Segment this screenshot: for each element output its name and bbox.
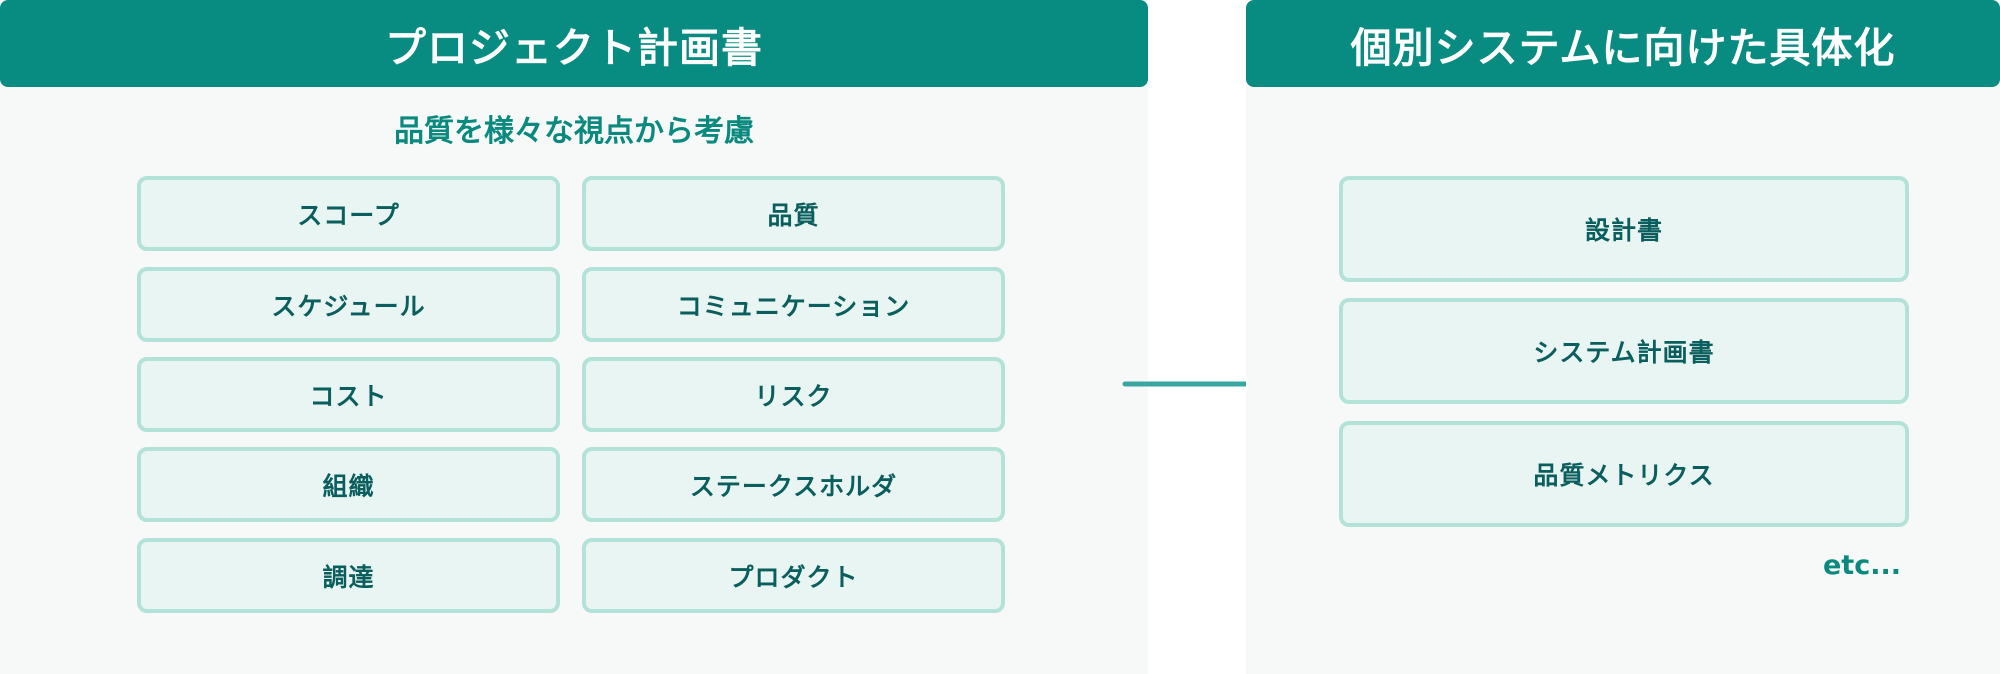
item-label: コスト	[309, 381, 388, 411]
item-label: スコープ	[297, 200, 400, 230]
item-cost: コスト	[137, 357, 560, 432]
item-quality-metrics: 品質メトリクス	[1339, 421, 1909, 527]
item-label: 設計書	[1584, 216, 1663, 245]
system-specific-panel: 個別システムに向けた具体化 設計書 システム計画書 品質メトリクス etc...	[1246, 0, 2000, 674]
etc-label: etc...	[1823, 550, 1901, 581]
item-label: ステークスホルダ	[689, 471, 898, 501]
item-label: プロダクト	[728, 562, 859, 592]
system-specific-title: 個別システムに向けた具体化	[1350, 23, 1896, 72]
item-label: スケジュール	[271, 291, 426, 321]
item-label: コミュニケーション	[676, 291, 911, 321]
item-label: リスク	[754, 381, 833, 411]
item-design-document: 設計書	[1339, 176, 1909, 282]
item-label: 調達	[322, 562, 375, 592]
item-organization: 組織	[137, 447, 560, 522]
item-schedule: スケジュール	[137, 267, 560, 342]
project-plan-title: プロジェクト計画書	[385, 23, 763, 72]
item-system-plan: システム計画書	[1339, 298, 1909, 404]
quality-perspectives-subtitle: 品質を様々な視点から考慮	[394, 114, 754, 149]
item-quality: 品質	[582, 176, 1005, 251]
project-plan-header: プロジェクト計画書	[0, 0, 1148, 87]
system-specific-header: 個別システムに向けた具体化	[1246, 0, 2000, 87]
item-communication: コミュニケーション	[582, 267, 1005, 342]
item-risk: リスク	[582, 357, 1005, 432]
item-label: 組織	[322, 471, 375, 501]
item-product: プロダクト	[582, 538, 1005, 613]
project-plan-panel: プロジェクト計画書 品質を様々な視点から考慮 スコープ 品質 スケジュール コミ…	[0, 0, 1148, 613]
item-stakeholder: ステークスホルダ	[582, 447, 1005, 522]
item-label: 品質	[767, 200, 820, 230]
item-label: システム計画書	[1533, 338, 1715, 367]
item-procurement: 調達	[137, 538, 560, 613]
item-label: 品質メトリクス	[1533, 461, 1715, 490]
item-scope: スコープ	[137, 176, 560, 251]
